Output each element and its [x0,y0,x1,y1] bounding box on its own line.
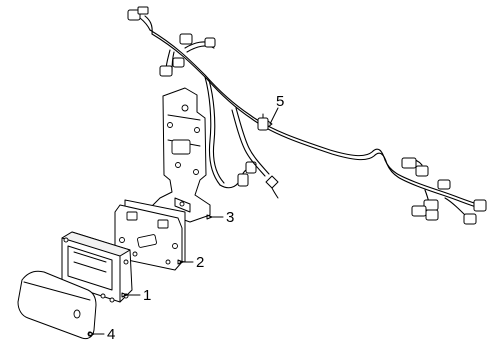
callout-labels: 1 2 3 4 5 [107,93,284,343]
upper-mounting-bracket [149,87,211,223]
callout-5: 5 [276,93,284,110]
radar-control-module [61,231,133,303]
leader-lines [88,107,279,337]
callout-3: 3 [226,209,234,226]
callout-4: 4 [107,326,115,343]
callout-1: 1 [143,287,151,304]
callout-2: 2 [196,254,204,271]
wiring-harness [127,6,487,225]
mounting-plate [114,199,186,271]
